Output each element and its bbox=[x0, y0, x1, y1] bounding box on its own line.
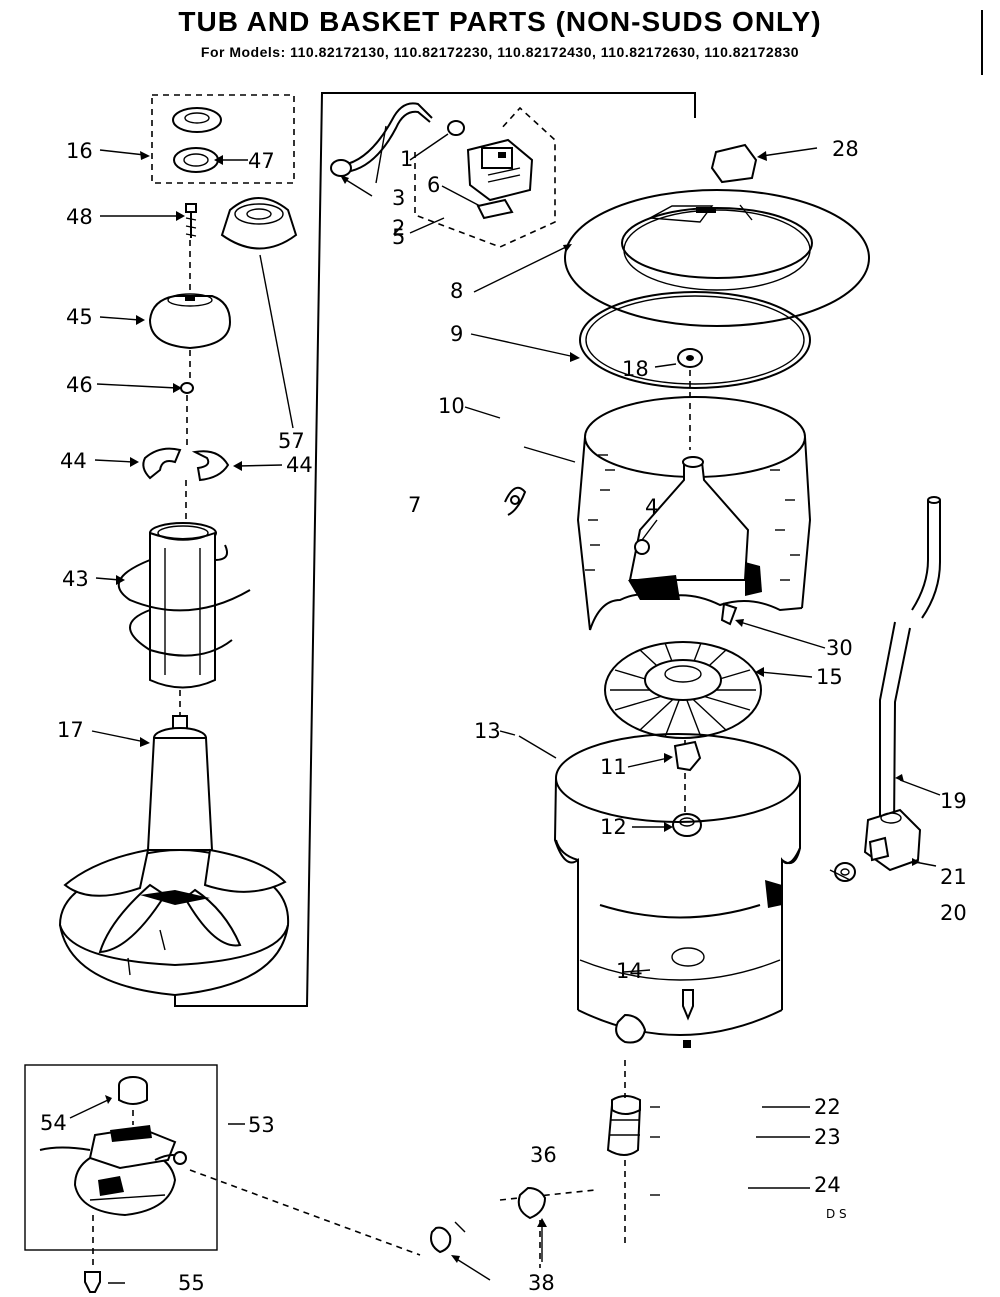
label-2: 2 bbox=[392, 216, 405, 240]
label-4: 4 bbox=[645, 495, 658, 519]
agitator-cam bbox=[148, 295, 232, 350]
basket-bolt-4 bbox=[634, 539, 650, 555]
label-53: 53 bbox=[248, 1113, 275, 1137]
part-labels: 16 47 48 45 46 44 44 57 43 17 1 3 2 6 5 … bbox=[40, 137, 967, 1295]
label-11: 11 bbox=[600, 755, 627, 779]
label-12: 12 bbox=[600, 815, 627, 839]
label-18: 18 bbox=[622, 357, 649, 381]
label-30: 30 bbox=[826, 636, 853, 660]
label-55: 55 bbox=[178, 1271, 205, 1295]
label-17: 17 bbox=[57, 718, 84, 742]
label-45: 45 bbox=[66, 305, 93, 329]
label-47: 47 bbox=[248, 149, 275, 173]
label-16: 16 bbox=[66, 139, 93, 163]
diagram-title: TUB AND BASKET PARTS (NON-SUDS ONLY) bbox=[178, 6, 822, 37]
agitator-barrel bbox=[117, 522, 251, 689]
label-22: 22 bbox=[814, 1095, 841, 1119]
agitator-dog-right bbox=[191, 450, 230, 482]
agitator-seal bbox=[173, 147, 219, 173]
label-3: 3 bbox=[392, 186, 405, 210]
label-48: 48 bbox=[66, 205, 93, 229]
cap-kit-box bbox=[151, 94, 295, 184]
clamp-36 bbox=[517, 1186, 547, 1220]
tub-ring bbox=[564, 189, 870, 327]
label-13: 13 bbox=[474, 719, 501, 743]
drain-hose-parts bbox=[499, 1060, 641, 1245]
agitator-assembly bbox=[58, 92, 696, 1007]
transmission-assembly bbox=[39, 1076, 187, 1270]
tub-cover-28 bbox=[710, 143, 758, 184]
label-10: 10 bbox=[438, 394, 465, 418]
corner-mark: D S bbox=[826, 1207, 847, 1221]
wash-basket bbox=[576, 396, 812, 631]
assembly-bracket bbox=[174, 92, 696, 1007]
nut-20 bbox=[834, 862, 856, 882]
label-6: 6 bbox=[427, 173, 440, 197]
label-43: 43 bbox=[62, 567, 89, 591]
leader-lines bbox=[69, 125, 941, 1284]
label-20: 20 bbox=[940, 901, 967, 925]
splash-guard bbox=[604, 641, 762, 739]
label-5: 5 bbox=[392, 225, 405, 249]
tub-bolt-14 bbox=[682, 989, 694, 1021]
label-36: 36 bbox=[530, 1143, 557, 1167]
label-24: 24 bbox=[814, 1173, 841, 1197]
agitator-cap bbox=[172, 107, 222, 133]
agitator-dog-left bbox=[142, 447, 182, 480]
bolt-55 bbox=[84, 1271, 101, 1293]
label-14: 14 bbox=[616, 959, 643, 983]
label-7: 7 bbox=[408, 493, 421, 517]
hose-end-clamp bbox=[330, 159, 352, 177]
label-57: 57 bbox=[278, 429, 305, 453]
label-1: 1 bbox=[400, 147, 413, 171]
label-21: 21 bbox=[940, 865, 967, 889]
label-15: 15 bbox=[816, 665, 843, 689]
hose-19 bbox=[879, 496, 941, 831]
inlet-nozzle bbox=[476, 198, 514, 220]
label-23: 23 bbox=[814, 1125, 841, 1149]
agitator-washer bbox=[180, 382, 194, 394]
transmission-box bbox=[24, 1064, 218, 1251]
pump-21 bbox=[863, 808, 922, 872]
agitator-base bbox=[58, 727, 290, 997]
label-46: 46 bbox=[66, 373, 93, 397]
tub-drain-outlet bbox=[615, 1013, 647, 1044]
o-ring bbox=[447, 120, 465, 136]
label-44-right: 44 bbox=[286, 453, 313, 477]
screw-30 bbox=[720, 602, 738, 626]
fabric-softener-cup bbox=[220, 197, 298, 250]
clamp-38 bbox=[430, 1226, 452, 1254]
label-9: 9 bbox=[450, 322, 463, 346]
tub-gasket bbox=[579, 291, 811, 389]
label-54: 54 bbox=[40, 1111, 67, 1135]
model-numbers: For Models: 110.82172130, 110.82172230, … bbox=[200, 44, 800, 60]
part-12 bbox=[672, 813, 702, 837]
clip-7 bbox=[504, 486, 527, 516]
label-19: 19 bbox=[940, 789, 967, 813]
outer-tub bbox=[553, 733, 801, 1048]
label-38: 38 bbox=[528, 1271, 555, 1295]
label-44-left: 44 bbox=[60, 449, 87, 473]
label-8: 8 bbox=[450, 279, 463, 303]
label-28: 28 bbox=[832, 137, 859, 161]
inlet-valve bbox=[466, 138, 534, 202]
part-11 bbox=[673, 740, 702, 772]
inlet-assembly bbox=[330, 102, 556, 248]
